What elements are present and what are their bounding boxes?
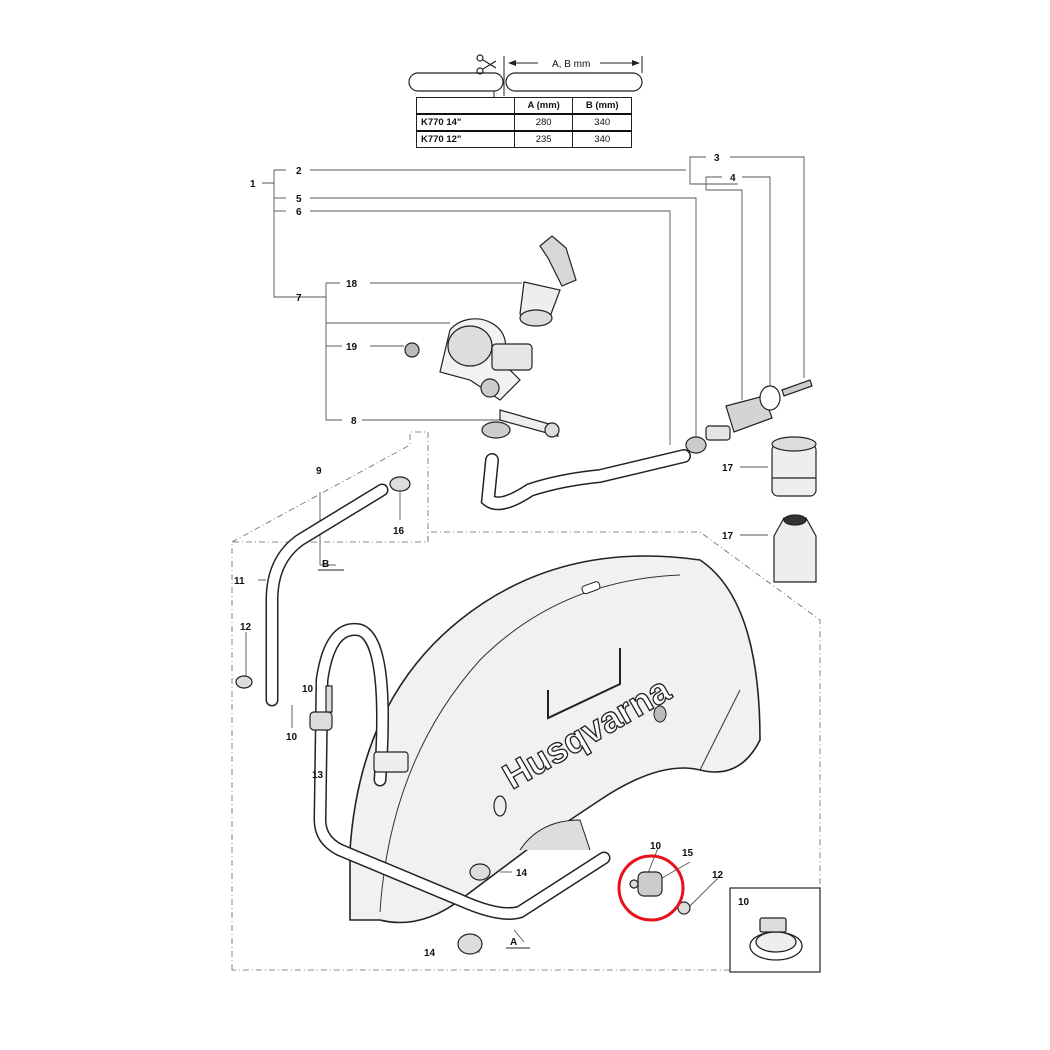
callout-17a: 17 xyxy=(722,463,734,474)
inset-label: 10 xyxy=(738,897,750,908)
svg-text:A: A xyxy=(510,937,517,948)
callout-8: 8 xyxy=(351,416,357,427)
highlight-circle xyxy=(617,854,685,922)
callout-4: 4 xyxy=(730,173,736,184)
callout-3: 3 xyxy=(714,153,720,164)
callout-13: 13 xyxy=(312,770,324,781)
water-valve-assembly xyxy=(404,235,577,439)
callout-10a: 10 xyxy=(302,684,314,695)
pipe-frame xyxy=(313,622,611,920)
hose-clamp-icon xyxy=(749,917,803,961)
t-connector-13 xyxy=(309,685,333,731)
dimension-label: A, B mm xyxy=(552,59,590,70)
table-header-b: B (mm) xyxy=(572,97,632,115)
grommet-14-lower xyxy=(457,933,483,955)
table-row: K770 12" 235 340 xyxy=(416,130,632,148)
callout-17b: 17 xyxy=(722,531,734,542)
table-cell-b: 340 xyxy=(572,130,632,148)
grommet-14-upper xyxy=(469,863,491,881)
hose-main xyxy=(480,449,691,511)
callout-10b: 10 xyxy=(286,732,298,743)
table-header-model xyxy=(416,97,515,115)
hose-left xyxy=(265,483,389,707)
table-cell-a: 235 xyxy=(513,130,574,148)
table-cell-model: K770 12" xyxy=(416,130,515,148)
blade-guard: Husqvarna xyxy=(349,555,761,924)
callout-2: 2 xyxy=(296,166,302,177)
callout-14a: 14 xyxy=(516,868,528,879)
cut-length-table: A (mm) B (mm) K770 14" 280 340 K770 12" … xyxy=(416,97,632,148)
plug-12-right xyxy=(677,901,691,915)
callout-16: 16 xyxy=(393,526,405,537)
inset-part-10: 10 xyxy=(729,887,821,973)
callout-5: 5 xyxy=(296,194,302,205)
hose-nipple-bottom xyxy=(773,514,817,583)
callout-10c: 10 xyxy=(650,841,662,852)
hose-cut-illustration: A, B mm xyxy=(408,54,643,97)
callout-18: 18 xyxy=(346,279,358,290)
callout-1: 1 xyxy=(250,179,256,190)
callout-12a: 12 xyxy=(240,622,252,633)
hose-marker-b: B xyxy=(318,559,344,571)
table-cell-a: 280 xyxy=(513,113,574,132)
callout-14b: 14 xyxy=(424,948,436,959)
table-cell-b: 340 xyxy=(572,113,632,132)
callout-15: 15 xyxy=(682,848,694,859)
callout-12b: 12 xyxy=(712,870,724,881)
plug-12-left xyxy=(235,675,253,689)
hose-connector xyxy=(705,379,813,441)
table-cell-model: K770 14" xyxy=(416,113,515,132)
callout-11: 11 xyxy=(234,576,245,587)
hose-marker-a: A xyxy=(506,937,530,949)
pin-guard xyxy=(493,795,507,817)
scissors-icon xyxy=(476,54,497,75)
callout-7: 7 xyxy=(296,293,302,304)
callout-6: 6 xyxy=(296,207,302,218)
hose-clip-16 xyxy=(389,476,411,492)
callout-9: 9 xyxy=(316,466,322,477)
assembly-boundary xyxy=(231,431,429,970)
table-header-a: A (mm) xyxy=(513,97,574,115)
nozzle-15 xyxy=(629,871,663,897)
callout-19: 19 xyxy=(346,342,358,353)
clamp-bracket xyxy=(373,751,409,773)
hose-nipple-top xyxy=(771,436,817,497)
table-row: K770 14" 280 340 xyxy=(416,113,632,132)
svg-text:B: B xyxy=(322,559,329,570)
leader-lines xyxy=(245,156,805,953)
